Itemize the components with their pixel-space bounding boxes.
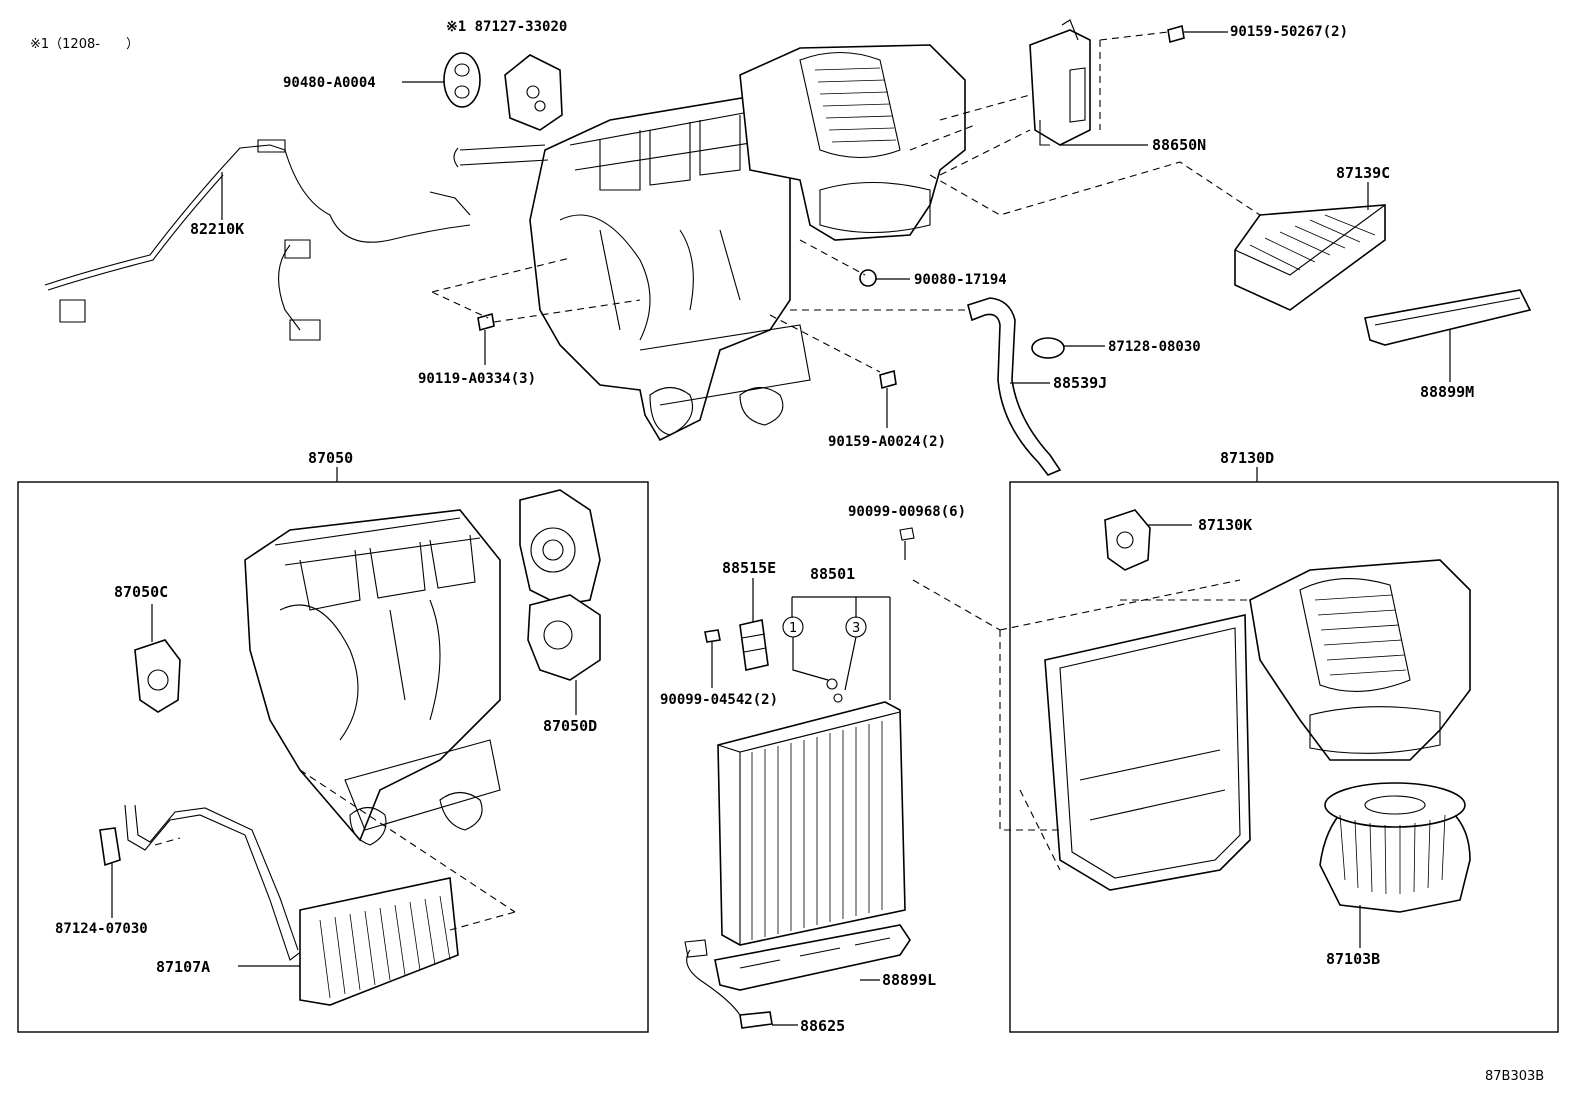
bolt-90099-04542 — [704, 629, 721, 643]
amplifier-88650N — [1029, 19, 1091, 146]
label-90099-04542: 90099-04542(2) — [660, 692, 778, 708]
drain-hose-88539J — [967, 297, 1062, 476]
label-82210K: 82210K — [190, 220, 244, 238]
grommet-90080 — [859, 269, 877, 287]
screw-90119 — [477, 312, 495, 332]
o-ring-3 — [833, 693, 843, 703]
label-88650N: 88650N — [1152, 136, 1206, 154]
motor-assembly-87050D — [519, 489, 601, 681]
o-ring-1 — [826, 678, 838, 690]
label-88501: 88501 — [810, 565, 855, 583]
screw-90099-00968 — [899, 527, 915, 541]
label-87103B: 87103B — [1326, 950, 1380, 968]
label-87107A: 87107A — [156, 958, 210, 976]
label-90099-00968: 90099-00968(6) — [848, 504, 966, 520]
label-87128-08030: 87128-08030 — [1108, 339, 1201, 355]
servo-87130K — [1104, 509, 1151, 571]
blower-motor-87103B — [1319, 782, 1471, 913]
group-box-87050 — [17, 481, 649, 1033]
cushion-87127 — [504, 54, 563, 131]
label-90159-A0024: 90159-A0024(2) — [828, 434, 946, 450]
label-88899L: 88899L — [882, 971, 936, 989]
evaporator-88501 — [717, 701, 906, 946]
label-90480-A0004: 90480-A0004 — [283, 75, 376, 91]
label-90119-A0334: 90119-A0334(3) — [418, 371, 536, 387]
label-90159-50267: 90159-50267(2) — [1230, 24, 1348, 40]
cover-88899L — [714, 924, 911, 991]
heater-case-87050 — [244, 509, 501, 846]
heater-core-87107A — [299, 877, 459, 1006]
callout-3-label: 3 — [852, 621, 860, 636]
drawing-code: 87B303B — [1485, 1069, 1544, 1084]
label-87050C: 87050C — [114, 583, 168, 601]
label-90080-17194: 90080-17194 — [914, 272, 1007, 288]
label-87050: 87050 — [308, 449, 353, 467]
label-87139C: 87139C — [1336, 164, 1390, 182]
label-87130K: 87130K — [1198, 516, 1252, 534]
label-88515E: 88515E — [722, 559, 776, 577]
thermistor-88625 — [684, 939, 773, 1029]
label-88539J: 88539J — [1053, 374, 1107, 392]
blower-case-87130D — [1044, 559, 1471, 891]
group-box-87130D — [1009, 481, 1559, 1033]
callout-1-label: 1 — [789, 621, 797, 636]
label-87050D: 87050D — [543, 717, 597, 735]
label-88625: 88625 — [800, 1017, 845, 1035]
wire-harness-82210K — [44, 139, 471, 341]
label-88899M: 88899M — [1420, 383, 1474, 401]
cushion-87128 — [1031, 337, 1065, 359]
cover-88899M — [1364, 289, 1532, 346]
filter-87139C — [1234, 204, 1386, 311]
servo-87050C — [134, 639, 181, 713]
screw-90159-A0024 — [879, 369, 897, 390]
grommet-90480 — [443, 52, 481, 108]
label-87127-33020: ※1 87127-33020 — [446, 19, 567, 35]
header-note: ※1（1208- ） — [30, 37, 139, 52]
heater-unit-assembly — [453, 44, 966, 442]
label-87130D: 87130D — [1220, 449, 1274, 467]
label-87124-07030: 87124-07030 — [55, 921, 148, 937]
expansion-valve-88515E — [739, 619, 769, 671]
pipe-87124 — [99, 804, 331, 961]
